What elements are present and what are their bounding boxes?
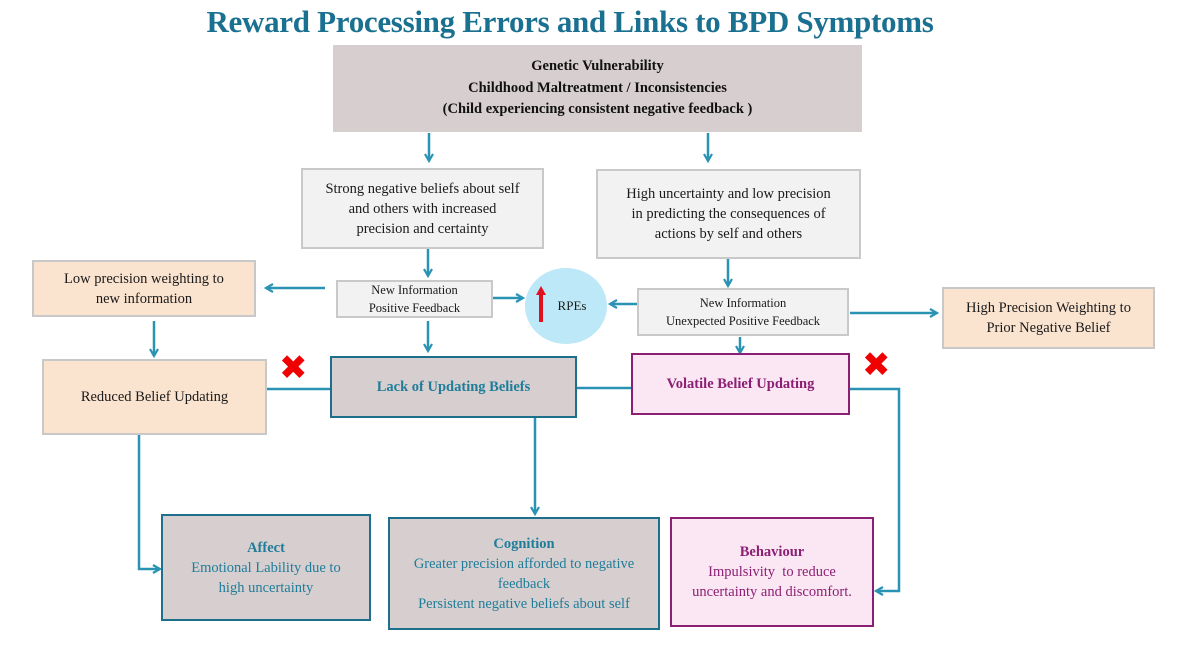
node-text: Lack of Updating Beliefs xyxy=(376,379,531,395)
low-precision-box: Low precision weighting to new informati… xyxy=(32,260,256,317)
node-text: Low precision weighting to xyxy=(64,270,224,287)
lack-updating-box: Lack of Updating Beliefs xyxy=(330,356,577,418)
node-text: uncertainty and discomfort. xyxy=(692,584,852,600)
node-text: Impulsivity to reduce xyxy=(708,564,836,580)
rpe-circle: RPEs xyxy=(525,268,607,344)
node-text: Reduced Belief Updating xyxy=(80,389,229,405)
behaviour-heading: Behaviour xyxy=(739,544,805,560)
volatile-updating-box: Volatile Belief Updating xyxy=(631,353,850,415)
affect-heading: Affect xyxy=(247,539,285,556)
node-text: Volatile Belief Updating xyxy=(666,376,815,392)
node-text: Prior Negative Belief xyxy=(986,320,1111,336)
up-arrow-icon xyxy=(536,286,546,322)
cognition-heading: Cognition xyxy=(493,535,555,552)
reduced-updating-box: Reduced Belief Updating xyxy=(42,359,267,435)
node-text: New Information xyxy=(371,282,458,297)
origin-box: Genetic Vulnerability Childhood Maltreat… xyxy=(333,45,862,132)
arrow-reduced-to-affect xyxy=(137,434,160,569)
node-text: High uncertainty and low precision xyxy=(626,186,831,202)
node-text: New Information xyxy=(699,295,787,310)
node-text: High Precision Weighting to xyxy=(966,300,1131,316)
origin-line: (Child experiencing consistent negative … xyxy=(442,101,753,118)
node-text: Emotional Lability due to xyxy=(191,559,341,576)
node-text: feedback xyxy=(497,575,551,592)
node-text: Positive Feedback xyxy=(368,301,461,315)
origin-line: Genetic Vulnerability xyxy=(531,57,664,74)
cross-icon: ✖ xyxy=(862,345,891,385)
cross-icon: ✖ xyxy=(279,348,308,388)
origin-line: Childhood Maltreatment / Inconsistencies xyxy=(468,79,727,96)
affect-box: Affect Emotional Lability due to high un… xyxy=(161,514,371,621)
arrow-volatile-to-behaviour xyxy=(849,387,901,591)
rpe-label: RPEs xyxy=(557,298,587,313)
node-text: Unexpected Positive Feedback xyxy=(665,314,821,328)
high-uncertainty-box: High uncertainty and low precision in pr… xyxy=(596,169,861,259)
node-text: actions by self and others xyxy=(654,226,803,242)
behaviour-box: Behaviour Impulsivity to reduce uncertai… xyxy=(670,517,874,627)
node-text: in predicting the consequences of xyxy=(631,206,826,222)
node-text: Greater precision afforded to negative xyxy=(413,555,635,572)
high-precision-box: High Precision Weighting to Prior Negati… xyxy=(942,287,1155,349)
node-text: Strong negative beliefs about self xyxy=(325,180,520,197)
node-text: and others with increased xyxy=(348,200,497,217)
node-text: high uncertainty xyxy=(218,579,314,596)
node-text: new information xyxy=(95,290,193,307)
node-text: Persistent negative beliefs about self xyxy=(418,595,630,612)
strong-beliefs-box: Strong negative beliefs about self and o… xyxy=(301,168,544,249)
cognition-box: Cognition Greater precision afforded to … xyxy=(388,517,660,630)
diagram-title: Reward Processing Errors and Links to BP… xyxy=(206,4,934,39)
new-info-positive-box: New Information Positive Feedback xyxy=(336,280,493,318)
new-info-unexpected-box: New Information Unexpected Positive Feed… xyxy=(637,288,849,336)
node-text: precision and certainty xyxy=(356,220,489,237)
